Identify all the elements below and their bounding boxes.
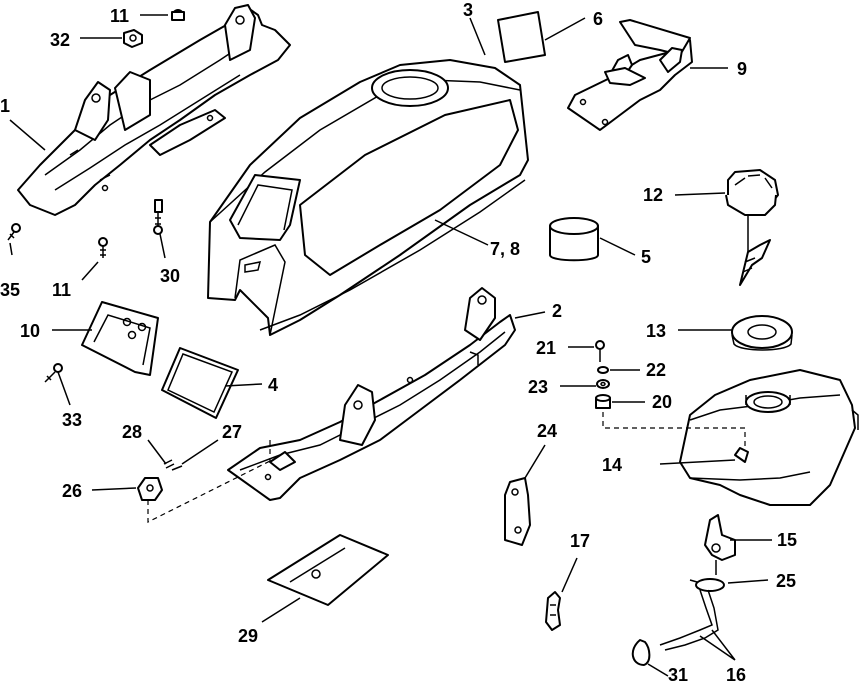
part-9-hinge-bracket — [567, 19, 693, 131]
callout-5: 5 — [641, 247, 651, 267]
part-1-left-support-bracket — [17, 4, 291, 216]
part-5-filter — [549, 217, 599, 262]
leader-6 — [544, 17, 586, 41]
leader-2 — [514, 311, 546, 319]
callout-1: 1 — [0, 96, 10, 116]
callout-11-left: 11 — [52, 280, 71, 300]
leader-26 — [91, 487, 137, 491]
part-30-bolt — [153, 199, 163, 235]
part-20-grommet — [595, 394, 611, 409]
leader-16 — [699, 629, 736, 661]
callout-4: 4 — [268, 375, 278, 395]
callout-23: 23 — [528, 377, 548, 397]
callout-7-8: 7, 8 — [490, 239, 520, 259]
part-27-spring — [171, 465, 183, 471]
callout-3: 3 — [463, 0, 473, 20]
callout-10: 10 — [20, 321, 40, 341]
leader-27 — [181, 439, 219, 465]
leader-3 — [469, 17, 486, 56]
callout-16: 16 — [726, 665, 746, 683]
callout-21: 21 — [536, 338, 556, 358]
leader-7-8 — [434, 219, 489, 246]
part-11-screw-left — [98, 237, 108, 258]
part-17-clip — [545, 591, 561, 631]
part-24-clip — [504, 477, 531, 546]
callout-11-top: 11 — [110, 6, 129, 26]
leader-31 — [647, 663, 669, 677]
part-6-decal — [497, 11, 546, 63]
part-16-fuel-hose — [659, 589, 719, 651]
leader-1 — [9, 119, 46, 151]
part-31-hose-clip — [631, 639, 651, 666]
callout-29: 29 — [238, 626, 258, 646]
part-3-engine-cowl — [207, 59, 529, 336]
part-14-fuel-tank — [679, 369, 859, 506]
part-26-knob — [137, 477, 163, 501]
leader-5 — [599, 237, 636, 256]
leader-24 — [524, 444, 546, 479]
leader-35 — [9, 242, 13, 256]
leader-33 — [57, 371, 71, 406]
callout-25: 25 — [776, 571, 796, 591]
part-21-screw — [595, 340, 605, 362]
callout-27: 27 — [222, 422, 242, 442]
part-33-screw — [44, 363, 63, 383]
callout-15: 15 — [777, 530, 797, 550]
part-4-seal — [161, 347, 239, 419]
callout-32: 32 — [50, 30, 70, 50]
callout-6: 6 — [593, 9, 603, 29]
leader-11b — [81, 261, 99, 281]
callout-28: 28 — [122, 422, 142, 442]
part-2-right-support-bracket — [227, 287, 516, 501]
callout-30: 30 — [160, 266, 180, 286]
part-10-bracket — [81, 301, 159, 376]
part-32-nut — [123, 29, 143, 48]
leader-28 — [147, 439, 167, 465]
leader-29 — [261, 597, 301, 623]
callout-13: 13 — [646, 321, 666, 341]
assembly-line-knob — [147, 459, 273, 523]
leader-30 — [159, 233, 166, 259]
callout-26: 26 — [62, 481, 82, 501]
part-29-pad — [267, 534, 389, 606]
leader-12 — [674, 192, 726, 196]
part-12-fuel-cap — [725, 169, 779, 286]
callout-2: 2 — [552, 301, 562, 321]
callout-22: 22 — [646, 360, 666, 380]
part-25-clamp — [689, 578, 725, 592]
leader-25 — [727, 579, 769, 584]
callout-17: 17 — [570, 531, 590, 551]
part-13-gasket — [731, 315, 793, 351]
leader-4 — [224, 383, 263, 387]
leader-14 — [659, 459, 736, 465]
callout-12: 12 — [643, 185, 663, 205]
part-15-fuel-valve — [704, 514, 736, 575]
callout-33: 33 — [62, 410, 82, 430]
part-23-washer — [596, 379, 610, 389]
callout-31: 31 — [668, 665, 688, 683]
part-22-washer — [597, 366, 609, 374]
callout-35: 35 — [0, 280, 20, 300]
leader-17 — [561, 557, 578, 593]
part-11-screw-top — [171, 9, 185, 21]
callout-14: 14 — [602, 455, 622, 475]
callout-24: 24 — [537, 421, 557, 441]
part-35-screw — [7, 223, 21, 241]
callout-9: 9 — [737, 59, 747, 79]
callout-20: 20 — [652, 392, 672, 412]
